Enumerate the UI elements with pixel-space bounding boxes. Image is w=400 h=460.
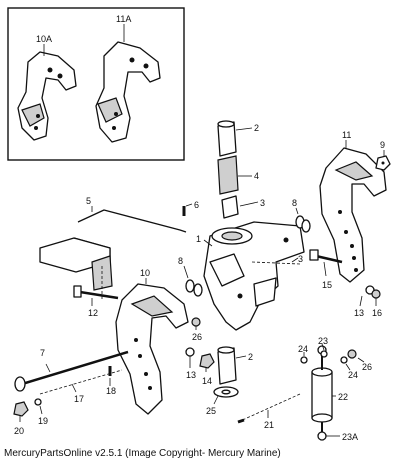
part-10-clamp-bracket-left: [115, 283, 189, 415]
part-23-bushing: [320, 350, 328, 358]
callout-23: 23: [318, 336, 328, 346]
callout-19: 19: [38, 416, 48, 426]
part-24-washer-left: [300, 356, 308, 364]
callout-22: 22: [338, 392, 348, 402]
part-15-bolt: [309, 249, 343, 264]
part-1-swivel-bracket: [203, 221, 305, 331]
callout-8-left: 8: [178, 256, 183, 266]
part-22-trim-cylinder: [311, 345, 333, 441]
part-7-through-bolt: [14, 350, 129, 392]
part-20-nut: [13, 401, 29, 417]
part-16-nut-right: [371, 289, 381, 299]
part-14-nut: [199, 353, 215, 369]
callout-11A: 11A: [116, 14, 131, 24]
part-12-bolt: [73, 285, 119, 300]
callout-24-left: 24: [298, 344, 308, 354]
part-9-nut: [375, 155, 391, 171]
inset-box: 10A 11A: [7, 7, 185, 161]
callout-3-lower: 3: [298, 254, 303, 264]
copyright-caption: MercuryPartsOnline v2.5.1 (Image Copyrig…: [4, 448, 281, 459]
part-11A-clamp-bracket: [95, 41, 161, 143]
callout-11: 11: [342, 130, 351, 140]
callout-14: 14: [202, 376, 212, 386]
part-13-washer-lower: [185, 347, 195, 357]
callout-23A: 23A: [342, 432, 358, 442]
callout-2-lower: 2: [248, 352, 253, 362]
callout-6: 6: [194, 200, 199, 210]
part-2-lower-bushing: [217, 346, 237, 385]
part-8-washers-right: [295, 215, 311, 233]
part-25-washer: [213, 386, 239, 398]
callout-20: 20: [14, 426, 24, 436]
callout-10: 10: [140, 268, 150, 278]
callout-17: 17: [74, 394, 84, 404]
callout-13-lower: 13: [186, 370, 196, 380]
callout-3-upper: 3: [260, 198, 265, 208]
callout-1: 1: [196, 234, 201, 244]
callout-10A: 10A: [36, 34, 52, 44]
part-26-nut-right: [347, 349, 357, 359]
part-4-spacer: [217, 155, 239, 195]
callout-9: 9: [380, 140, 385, 150]
part-2-upper-bushing: [217, 120, 237, 157]
callout-24-right: 24: [348, 370, 358, 380]
callout-7: 7: [40, 348, 45, 358]
callout-26-left: 26: [192, 332, 202, 342]
callout-13-right: 13: [354, 308, 364, 318]
callout-5: 5: [86, 196, 91, 206]
part-26-nut-left: [191, 317, 201, 327]
callout-12: 12: [88, 308, 98, 318]
callout-4: 4: [254, 171, 259, 181]
callout-16: 16: [372, 308, 382, 318]
callout-18: 18: [106, 386, 116, 396]
callout-26-right: 26: [362, 362, 372, 372]
part-3-bushing: [221, 195, 239, 219]
part-8-washers-left: [185, 279, 203, 297]
callout-21: 21: [264, 420, 274, 430]
callout-25: 25: [206, 406, 216, 416]
callout-2-upper: 2: [254, 123, 259, 133]
part-19-washer: [34, 398, 42, 406]
part-10A-clamp-bracket: [17, 51, 77, 141]
part-5-tilt-lever: [39, 209, 187, 300]
callout-8-right: 8: [292, 198, 297, 208]
callout-15: 15: [322, 280, 332, 290]
part-24-washer-right: [340, 356, 348, 364]
